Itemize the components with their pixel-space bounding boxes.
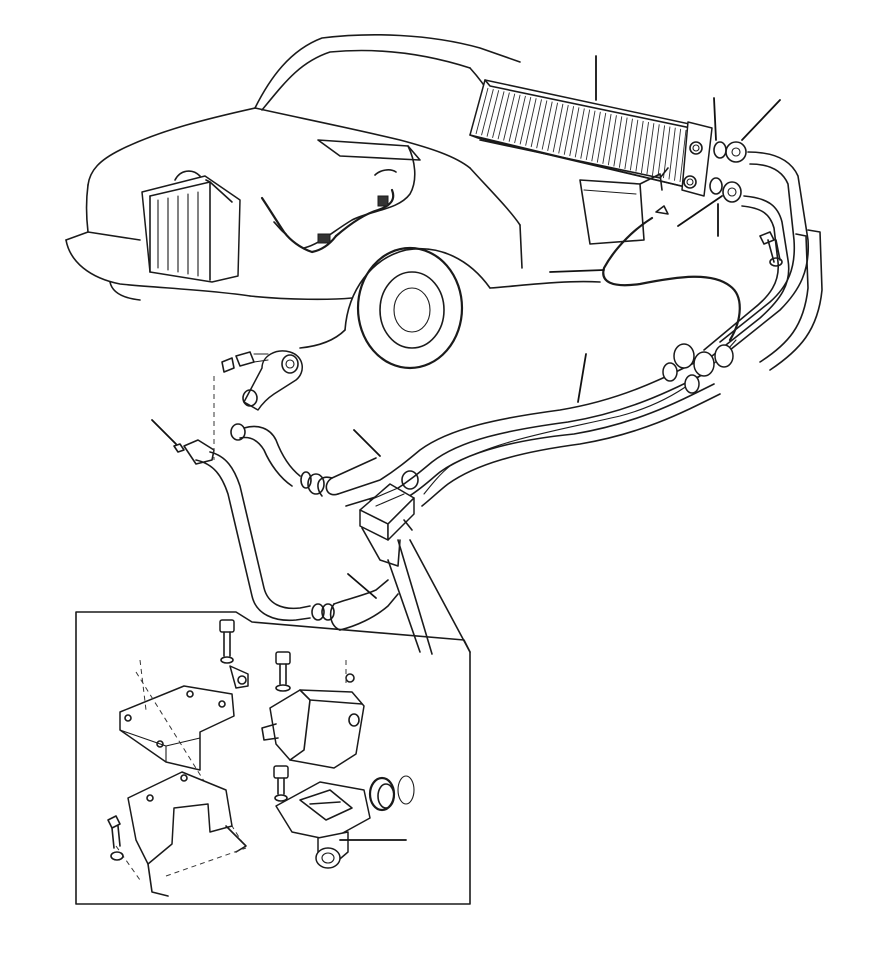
- bolt-icon: [759, 231, 783, 267]
- grille: [141, 170, 241, 283]
- radiator-fin: [492, 91, 505, 139]
- radiator-fin: [569, 107, 580, 157]
- radiator-fin: [591, 111, 601, 162]
- leader-capillary: [549, 269, 605, 273]
- radiator-fin: [541, 101, 553, 150]
- leader-union-upper: [713, 97, 717, 141]
- bolt-icon: [275, 651, 355, 692]
- radiator-fin: [475, 87, 489, 135]
- mounting-bracket-icon: [115, 771, 247, 897]
- mounting-bracket-icon: [119, 659, 243, 843]
- radiator-fin: [552, 103, 564, 153]
- radiator-fin: [580, 109, 591, 159]
- leader-clip: [151, 419, 177, 445]
- radiator-fin: [629, 119, 639, 171]
- radiator-fin: [651, 124, 660, 176]
- bolt-icon: [219, 619, 249, 689]
- clip: [173, 443, 185, 453]
- radiator-fin: [602, 114, 612, 164]
- radiator-fin: [530, 99, 542, 148]
- radiator-fin: [503, 93, 516, 141]
- radiator-fin: [547, 102, 559, 151]
- radiator-fin: [486, 90, 500, 137]
- radiator-fin: [635, 120, 644, 172]
- radiator-fin: [558, 104, 569, 154]
- radiator-fin: [508, 94, 521, 142]
- radiator-fin: [657, 125, 666, 177]
- detail-inset: [75, 539, 471, 905]
- union-fittings: [709, 141, 783, 267]
- radiator-fin: [679, 129, 687, 183]
- radiator-fin: [519, 96, 532, 145]
- valve-lower: [275, 781, 371, 869]
- leader-union-lower: [677, 195, 723, 227]
- bolt-icon: [107, 815, 124, 861]
- radiator-fin: [525, 98, 537, 146]
- radiator-fin: [646, 123, 655, 175]
- leader-hose-lower: [347, 573, 377, 599]
- leader-gasket-upper: [741, 99, 781, 141]
- radiator-fin: [497, 92, 510, 140]
- radiator-fin: [596, 112, 607, 163]
- callout-leaders: [151, 55, 781, 841]
- leader-pipe-main: [577, 353, 587, 403]
- radiator-fin: [607, 115, 617, 166]
- radiator-fin: [613, 116, 623, 167]
- radiator-fin: [640, 121, 649, 173]
- radiator-fin: [585, 110, 596, 161]
- hose-clamp-icon: [368, 775, 415, 812]
- radiator-fin: [574, 108, 585, 158]
- radiator-fin: [481, 89, 494, 136]
- radiator-fin: [668, 127, 676, 180]
- engine-wiring: [260, 139, 421, 254]
- radiator-fin: [536, 100, 548, 149]
- car-outline-icon: [65, 34, 601, 370]
- radiator-fin: [624, 118, 633, 170]
- thermostat-housing: [359, 470, 419, 567]
- radiator-fin: [663, 126, 671, 179]
- radiator-fin: [618, 117, 628, 168]
- leader-hose-upper: [353, 429, 381, 457]
- hose-pipe-icon: [183, 151, 823, 631]
- bolt-icon: [273, 765, 289, 802]
- oil-cooler-radiator-icon: [469, 79, 713, 245]
- valve-body: [261, 689, 365, 769]
- radiator-fin: [674, 128, 682, 181]
- radiator-fin: [514, 95, 526, 144]
- radiator-fin: [563, 106, 575, 155]
- mounting-bracket-icon: [213, 350, 303, 460]
